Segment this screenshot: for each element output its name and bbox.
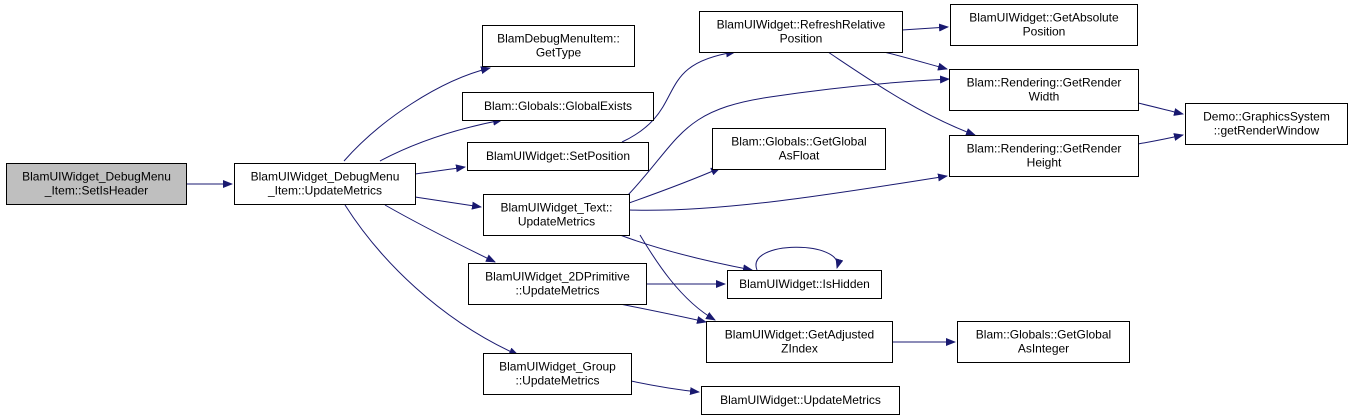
edge-text-update-metrics-to-is-hidden xyxy=(619,234,753,273)
node-label-line: BlamUIWidget_DebugMenu xyxy=(22,170,171,184)
edge-refresh-relative-to-render-height xyxy=(827,51,976,136)
node-label-line: Blam::Globals::GetGlobal xyxy=(976,328,1111,342)
edge-render-width-to-render-window xyxy=(1137,102,1184,116)
node-label-line: Width xyxy=(1029,90,1060,104)
node-prim-update-metrics[interactable]: BlamUIWidget_2DPrimitive::UpdateMetrics xyxy=(468,263,647,305)
edge-set-position-to-refresh-relative xyxy=(621,49,736,143)
node-label-line: _Item::UpdateMetrics xyxy=(267,184,382,198)
node-box xyxy=(483,194,630,236)
node-dm-update-metrics[interactable]: BlamUIWidget_DebugMenu_Item::UpdateMetri… xyxy=(234,163,416,205)
node-box xyxy=(701,386,900,415)
node-set-is-header[interactable]: BlamUIWidget_DebugMenu_Item::SetIsHeader xyxy=(6,163,187,205)
node-label-line: BlamUIWidget_Text:: xyxy=(500,201,612,215)
node-box xyxy=(727,270,882,299)
node-label-line: BlamUIWidget::SetPosition xyxy=(486,149,630,163)
node-label-line: Position xyxy=(780,32,823,46)
node-box xyxy=(468,263,647,305)
node-box xyxy=(712,128,886,170)
node-box xyxy=(6,163,187,205)
edge-is-hidden-to-is-hidden xyxy=(755,246,844,271)
node-label-line: BlamUIWidget::GetAbsolute xyxy=(969,11,1119,25)
node-label-line: Height xyxy=(1027,156,1062,170)
node-set-position[interactable]: BlamUIWidget::SetPosition xyxy=(467,142,649,171)
node-label-line: Blam::Globals::GetGlobal xyxy=(731,135,866,149)
edge-render-height-to-render-window xyxy=(1137,133,1184,145)
node-box xyxy=(957,321,1130,363)
node-text-update-metrics[interactable]: BlamUIWidget_Text::UpdateMetrics xyxy=(483,194,630,236)
node-box xyxy=(483,353,632,395)
node-label-line: BlamUIWidget::RefreshRelative xyxy=(717,18,886,32)
node-label-line: BlamUIWidget_2DPrimitive xyxy=(485,270,630,284)
node-label-line: GetType xyxy=(536,46,582,60)
node-label-line: Blam::Rendering::GetRender xyxy=(967,76,1122,90)
node-label-line: _Item::SetIsHeader xyxy=(44,184,148,198)
edges-layer xyxy=(187,23,1184,396)
edge-dm-update-metrics-to-global-exists xyxy=(379,117,503,162)
node-box xyxy=(482,25,635,67)
edge-dm-update-metrics-to-dm-get-type xyxy=(343,66,491,162)
edge-dm-update-metrics-to-prim-update-metrics xyxy=(384,204,496,263)
node-box xyxy=(234,163,416,205)
node-dm-get-type[interactable]: BlamDebugMenuItem::GetType xyxy=(482,25,635,67)
edge-refresh-relative-to-render-width xyxy=(883,51,948,71)
nodes-layer: BlamUIWidget_DebugMenu_Item::SetIsHeader… xyxy=(6,4,1348,415)
edge-text-update-metrics-to-get-global-float xyxy=(628,167,721,204)
node-label-line: ::getRenderWindow xyxy=(1214,124,1320,138)
node-box xyxy=(706,321,893,363)
node-label-line: BlamUIWidget::IsHidden xyxy=(739,277,870,291)
node-label-line: BlamUIWidget_Group xyxy=(499,360,616,374)
node-box xyxy=(462,92,654,121)
node-label-line: ZIndex xyxy=(781,342,818,356)
node-label-line: BlamUIWidget::UpdateMetrics xyxy=(720,393,881,407)
node-box xyxy=(950,4,1138,46)
node-label-line: UpdateMetrics xyxy=(518,215,595,229)
edge-prim-update-metrics-to-get-adjusted-z xyxy=(619,303,707,324)
edge-dm-update-metrics-to-group-update-metrics xyxy=(344,204,519,356)
node-label-line: BlamUIWidget::GetAdjusted xyxy=(725,328,874,342)
node-box xyxy=(467,142,649,171)
node-label-line: AsInteger xyxy=(1018,342,1069,356)
node-box xyxy=(949,69,1139,111)
node-label-line: BlamUIWidget_DebugMenu xyxy=(251,170,400,184)
node-box xyxy=(699,11,903,53)
node-widget-update-metrics[interactable]: BlamUIWidget::UpdateMetrics xyxy=(701,386,900,415)
node-is-hidden[interactable]: BlamUIWidget::IsHidden xyxy=(727,270,882,299)
edge-text-update-metrics-to-render-width xyxy=(627,75,950,196)
node-label-line: Blam::Globals::GlobalExists xyxy=(484,99,632,113)
node-box xyxy=(1185,103,1348,145)
node-box xyxy=(949,135,1139,177)
edge-dm-update-metrics-to-set-position xyxy=(414,164,466,175)
node-global-exists[interactable]: Blam::Globals::GlobalExists xyxy=(462,92,654,121)
node-label-line: ::UpdateMetrics xyxy=(515,374,599,388)
node-label-line: ::UpdateMetrics xyxy=(515,284,599,298)
edge-dm-update-metrics-to-text-update-metrics xyxy=(414,196,482,210)
node-label-line: BlamDebugMenuItem:: xyxy=(497,32,620,46)
edge-text-update-metrics-to-get-adjusted-z xyxy=(639,234,716,321)
node-label-line: Blam::Rendering::GetRender xyxy=(967,142,1122,156)
edge-refresh-relative-to-get-absolute xyxy=(901,23,949,32)
node-group-update-metrics[interactable]: BlamUIWidget_Group::UpdateMetrics xyxy=(483,353,632,395)
edge-group-update-metrics-to-widget-update-metrics xyxy=(630,380,700,396)
node-label-line: Demo::GraphicsSystem xyxy=(1203,110,1330,124)
node-render-window[interactable]: Demo::GraphicsSystem::getRenderWindow xyxy=(1185,103,1348,145)
edge-text-update-metrics-to-render-height xyxy=(628,173,948,211)
node-label-line: Position xyxy=(1023,25,1066,39)
node-label-line: AsFloat xyxy=(779,149,820,163)
